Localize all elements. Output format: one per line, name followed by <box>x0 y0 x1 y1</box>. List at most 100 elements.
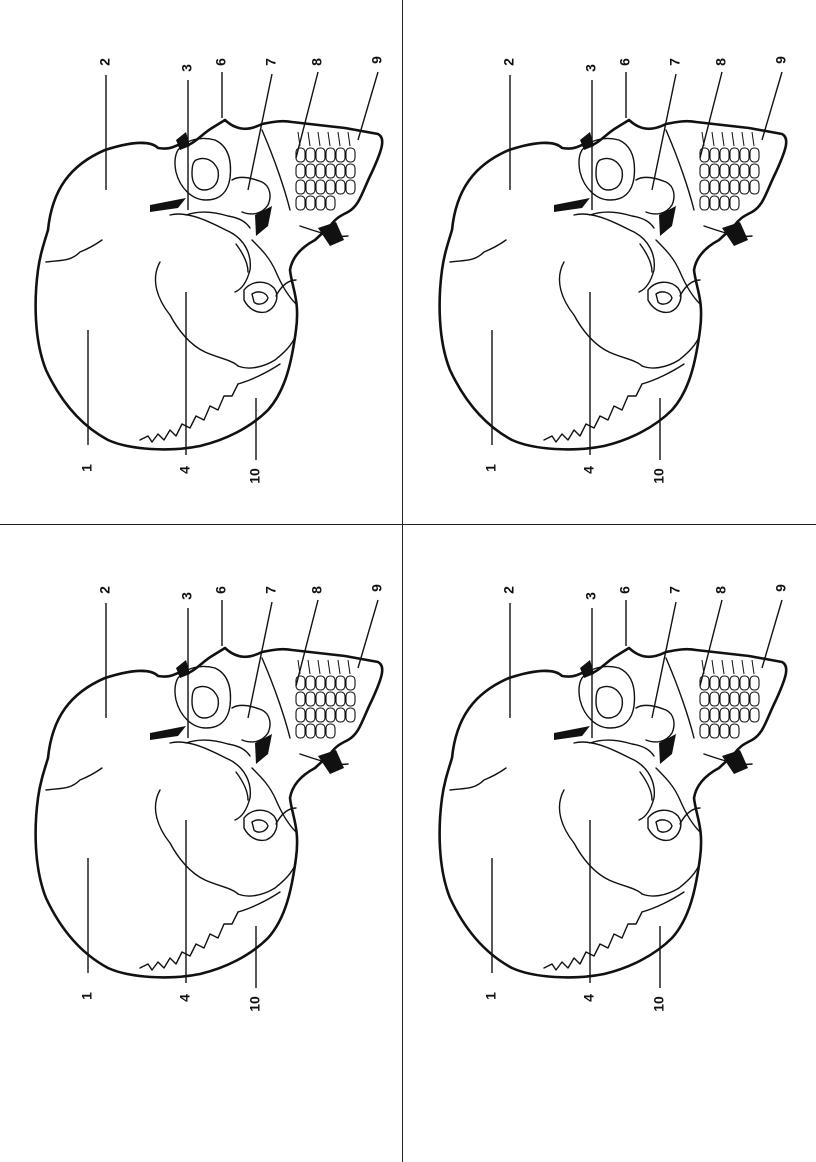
skull-feature-line <box>174 665 232 729</box>
tooth <box>295 179 306 195</box>
skull-drawing <box>34 646 384 979</box>
tooth-root-line <box>337 659 341 675</box>
vertical-divider <box>402 0 403 1162</box>
skull-feature-line <box>655 291 673 305</box>
shadow-region <box>150 726 186 740</box>
label-2: 2 <box>97 586 113 594</box>
tooth <box>719 163 730 179</box>
tooth <box>305 195 316 211</box>
tooth <box>345 675 356 691</box>
tooth <box>699 707 710 723</box>
tooth <box>699 163 710 179</box>
tooth <box>315 147 326 163</box>
tooth <box>739 179 750 195</box>
tooth <box>335 179 346 195</box>
leader-line-8 <box>699 599 723 687</box>
tooth-root-line <box>317 131 321 147</box>
tooth <box>729 195 740 211</box>
tooth-root-line <box>721 131 725 147</box>
label-9: 9 <box>773 56 789 64</box>
tooth-root-line <box>327 659 331 675</box>
shadow-region <box>318 750 344 774</box>
tooth <box>325 723 336 739</box>
label-3: 3 <box>583 64 599 72</box>
tooth-root-line <box>741 659 745 675</box>
skull-feature-line <box>139 383 239 443</box>
skull-outline <box>34 118 384 451</box>
tooth <box>729 163 740 179</box>
tooth <box>709 163 720 179</box>
skull-feature-line <box>154 261 239 367</box>
tooth <box>719 147 730 163</box>
skull-feature-line <box>665 657 695 739</box>
shadow-region <box>580 132 594 150</box>
skull-feature-line <box>679 279 701 297</box>
shadow-region <box>722 750 748 774</box>
label-4: 4 <box>581 994 597 1002</box>
tooth-root-line <box>337 131 341 147</box>
label-3: 3 <box>179 592 195 600</box>
tooth <box>345 163 356 179</box>
label-1: 1 <box>79 992 95 1000</box>
tooth <box>295 691 306 707</box>
label-7: 7 <box>263 58 279 66</box>
skull-feature-line <box>231 704 271 743</box>
skull-feature-line <box>573 741 656 821</box>
skull-feature-line <box>595 685 624 719</box>
tooth <box>749 707 760 723</box>
skull-drawing <box>438 646 788 979</box>
tooth <box>729 691 740 707</box>
tooth <box>325 707 336 723</box>
tooth <box>739 707 750 723</box>
skull-feature-line <box>169 213 252 293</box>
skull-feature-line <box>641 363 685 385</box>
skull-feature-line <box>275 807 297 825</box>
leader-line-7 <box>247 73 273 191</box>
tooth-root-line <box>751 131 755 147</box>
leader-line-9 <box>357 599 379 669</box>
label-9: 9 <box>369 56 385 64</box>
label-7: 7 <box>667 586 683 594</box>
tooth <box>729 675 740 691</box>
label-1: 1 <box>483 464 499 472</box>
leader-line-8 <box>295 71 319 159</box>
tooth <box>305 691 316 707</box>
skull-feature-line <box>235 771 249 801</box>
skull-feature-line <box>543 911 643 971</box>
shadow-region <box>176 660 190 678</box>
tooth <box>729 723 740 739</box>
horizontal-divider <box>0 524 816 525</box>
tooth <box>325 147 336 163</box>
label-6: 6 <box>617 58 633 66</box>
skull-drawing <box>34 118 384 451</box>
skull-feature-line <box>655 819 673 833</box>
tooth <box>709 179 720 195</box>
tooth <box>709 723 720 739</box>
label-10: 10 <box>651 996 667 1012</box>
skull-feature-line <box>251 239 297 305</box>
tooth <box>719 179 730 195</box>
tooth <box>729 707 740 723</box>
label-3: 3 <box>583 592 599 600</box>
skull-feature-line <box>251 291 269 305</box>
tooth <box>315 179 326 195</box>
leader-line-7 <box>651 601 677 719</box>
skull-feature-line <box>237 334 297 369</box>
tooth <box>709 195 720 211</box>
skull-feature-line <box>235 243 249 273</box>
skull-feature-line <box>679 807 701 825</box>
skull-feature-line <box>449 239 507 263</box>
leader-line-7 <box>651 73 677 191</box>
skull-feature-line <box>578 137 636 201</box>
tooth-root-line <box>751 659 755 675</box>
label-8: 8 <box>309 586 325 594</box>
tooth <box>305 163 316 179</box>
skull-feature-line <box>185 211 251 229</box>
label-7: 7 <box>667 58 683 66</box>
skull-feature-line <box>185 739 251 757</box>
tooth <box>295 723 306 739</box>
skull-feature-line <box>243 809 278 842</box>
label-9: 9 <box>369 584 385 592</box>
skull-feature-line <box>641 334 701 369</box>
shadow-region <box>150 198 186 212</box>
